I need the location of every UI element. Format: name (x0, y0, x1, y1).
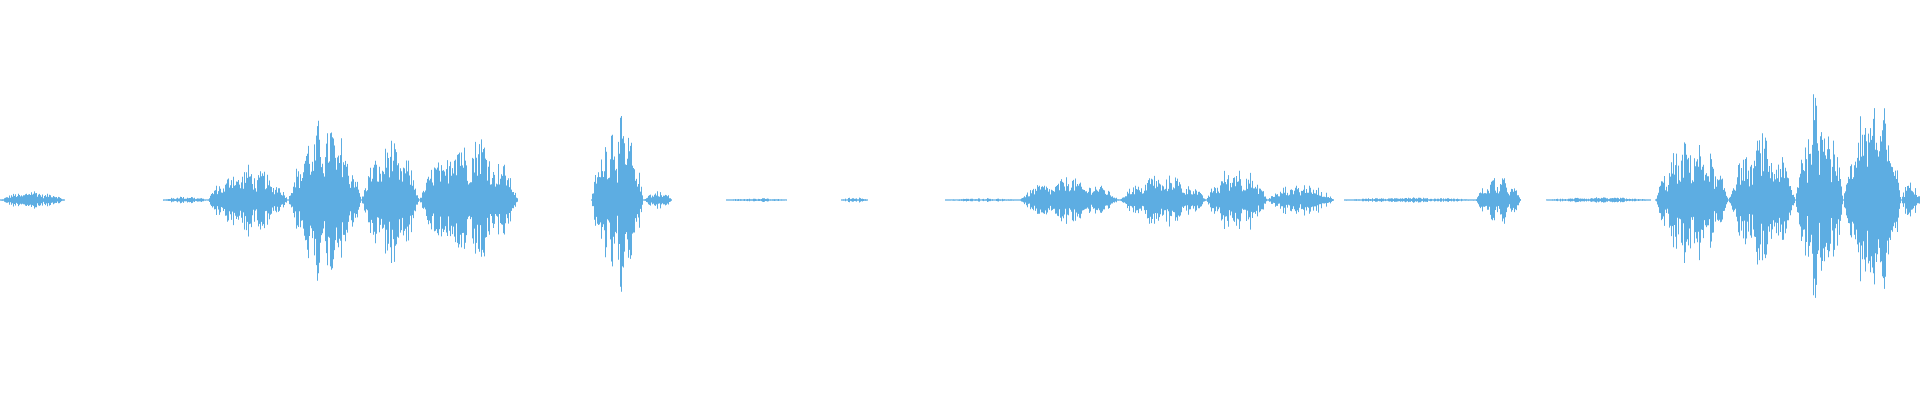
waveform-samples (0, 94, 1920, 298)
waveform-segment (726, 198, 787, 202)
waveform-segment (945, 198, 1018, 202)
waveform-segment (163, 196, 207, 204)
waveform-segment (419, 139, 518, 257)
waveform-segment (1843, 108, 1901, 289)
waveform-segment (643, 191, 672, 209)
waveform-segment (1728, 133, 1795, 265)
waveform-segment (1475, 178, 1521, 224)
waveform-segment (207, 164, 288, 237)
waveform-segment (1018, 177, 1119, 224)
waveform-segment (1546, 197, 1651, 203)
waveform-segment (1119, 175, 1206, 227)
waveform-segment (1344, 197, 1475, 203)
waveform-segment (1206, 170, 1267, 230)
waveform-segment (1901, 182, 1920, 217)
waveform-segment (361, 140, 419, 263)
waveform-segment (1267, 185, 1334, 216)
waveform-segment (0, 191, 65, 209)
waveform-segment (591, 116, 643, 292)
waveform-segment (1795, 94, 1843, 298)
waveform-segment (841, 197, 868, 203)
waveform-segment (1655, 142, 1728, 263)
waveform-segment (288, 120, 361, 281)
